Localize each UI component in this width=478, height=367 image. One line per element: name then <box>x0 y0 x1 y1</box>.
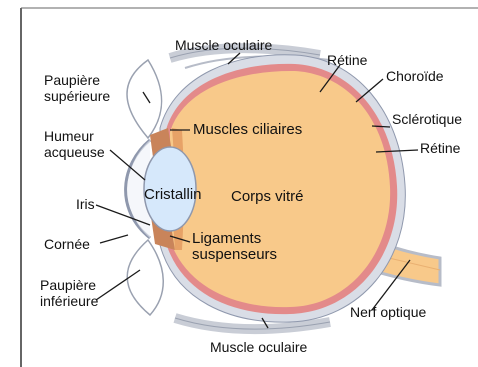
label-muscle-bottom: Muscle oculaire <box>210 339 307 355</box>
label-muscle-top: Muscle oculaire <box>175 37 272 53</box>
label-ligaments-line1: Ligaments <box>192 231 277 247</box>
label-vitreous-body: Corps vitré <box>231 189 304 205</box>
lower-eyelid-shape <box>127 240 163 315</box>
label-optic-nerve: Nerf optique <box>350 304 426 320</box>
label-ligaments-line2: suspenseurs <box>192 247 277 263</box>
label-lower-eyelid-line2: inférieure <box>40 293 98 309</box>
label-lower-eyelid-line1: Paupière <box>40 277 98 293</box>
label-retina-right: Rétine <box>420 140 460 156</box>
label-cornea: Cornée <box>44 236 90 252</box>
label-ciliary-muscles: Muscles ciliaires <box>193 122 302 138</box>
label-iris: Iris <box>76 196 95 212</box>
label-upper-eyelid: Paupière supérieure <box>44 72 110 104</box>
label-choroid: Choroïde <box>386 68 444 84</box>
label-upper-eyelid-line1: Paupière <box>44 72 110 88</box>
label-lens: Cristallin <box>144 187 202 203</box>
label-lower-eyelid: Paupière inférieure <box>40 277 98 309</box>
upper-eyelid-shape <box>127 60 162 138</box>
label-ligaments: Ligaments suspenseurs <box>192 231 277 263</box>
label-aqueous-humor-line2: acqueuse <box>44 144 105 160</box>
label-aqueous-humor: Humeur acqueuse <box>44 128 105 160</box>
label-retina-top: Rétine <box>327 52 367 68</box>
label-sclera: Sclérotique <box>392 111 462 127</box>
label-upper-eyelid-line2: supérieure <box>44 88 110 104</box>
label-aqueous-humor-line1: Humeur <box>44 128 105 144</box>
